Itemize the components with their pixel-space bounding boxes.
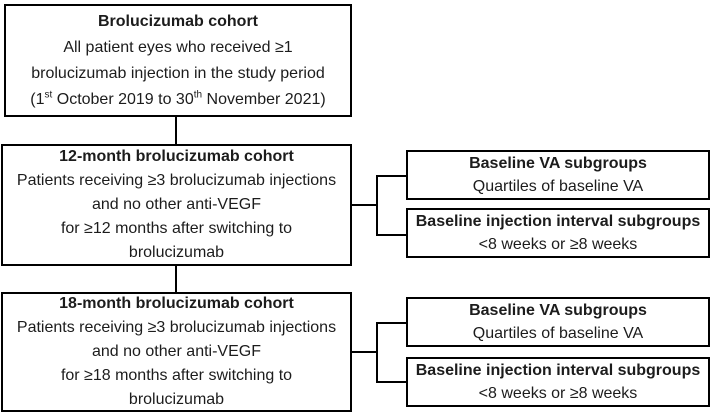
subgroup-12month-baseline-va-subtitle: Quartiles of baseline VA: [472, 178, 644, 195]
connector-18month-to-interval-subgroup: [376, 381, 406, 383]
connector-12month-to-interval-subgroup: [376, 234, 406, 236]
connector-12month-to-18month: [175, 266, 177, 292]
brolucizumab-cohort-date-line: (1st October 2019 to 30th November 2021): [6, 87, 350, 113]
subgroup-12month-baseline-va-box: Baseline VA subgroups Quartiles of basel…: [406, 150, 710, 200]
cohort-12month-box: 12-month brolucizumab cohort Patients re…: [1, 144, 352, 266]
date-ordinal-st: st: [44, 89, 53, 101]
connector-12month-branch-stem: [352, 204, 378, 206]
connector-18month-to-va-subgroup: [376, 322, 406, 324]
date-middle: October 2019 to 30: [52, 90, 194, 108]
cohort-18month-line4: brolucizumab: [128, 391, 225, 408]
cohort-18month-title: 18-month brolucizumab cohort: [59, 295, 294, 312]
subgroup-18month-injection-interval-subtitle: <8 weeks or ≥8 weeks: [478, 385, 638, 402]
subgroup-18month-baseline-va-box: Baseline VA subgroups Quartiles of basel…: [406, 297, 710, 347]
subgroup-12month-injection-interval-box: Baseline injection interval subgroups <8…: [406, 208, 710, 258]
cohort-18month-line3: for ≥18 months after switching to: [60, 367, 293, 384]
cohort-18month-line2: and no other anti-VEGF: [92, 343, 261, 360]
cohort-12month-line3: for ≥12 months after switching to: [60, 220, 293, 237]
brolucizumab-cohort-line1: All patient eyes who received ≥1: [63, 38, 293, 56]
date-close: November 2021): [202, 90, 326, 108]
cohort-18month-box: 18-month brolucizumab cohort Patients re…: [1, 292, 352, 412]
connector-top-to-12month: [175, 117, 177, 144]
subgroup-18month-injection-interval-box: Baseline injection interval subgroups <8…: [406, 357, 710, 407]
subgroup-12month-baseline-va-title: Baseline VA subgroups: [469, 155, 647, 172]
date-open: (1: [30, 90, 45, 108]
date-ordinal-th: th: [193, 89, 203, 101]
connector-18month-bracket: [376, 322, 378, 383]
cohort-18month-line1: Patients receiving ≥3 brolucizumab injec…: [16, 319, 337, 336]
brolucizumab-cohort-box: Brolucizumab cohort All patient eyes who…: [4, 4, 352, 117]
cohort-12month-line2: and no other anti-VEGF: [92, 196, 261, 213]
subgroup-12month-injection-interval-title: Baseline injection interval subgroups: [415, 213, 701, 230]
subgroup-18month-baseline-va-subtitle: Quartiles of baseline VA: [472, 325, 644, 342]
cohort-12month-line1: Patients receiving ≥3 brolucizumab injec…: [16, 172, 337, 189]
subgroup-12month-injection-interval-subtitle: <8 weeks or ≥8 weeks: [478, 236, 638, 253]
brolucizumab-cohort-title: Brolucizumab cohort: [97, 12, 258, 30]
subgroup-18month-baseline-va-title: Baseline VA subgroups: [469, 302, 647, 319]
brolucizumab-cohort-line2: brolucizumab injection in the study peri…: [31, 64, 325, 82]
connector-12month-to-va-subgroup: [376, 175, 406, 177]
cohort-12month-title: 12-month brolucizumab cohort: [59, 148, 294, 165]
cohort-12month-line4: brolucizumab: [128, 244, 225, 261]
connector-18month-branch-stem: [352, 351, 378, 353]
subgroup-18month-injection-interval-title: Baseline injection interval subgroups: [415, 362, 701, 379]
connector-12month-bracket: [376, 175, 378, 236]
